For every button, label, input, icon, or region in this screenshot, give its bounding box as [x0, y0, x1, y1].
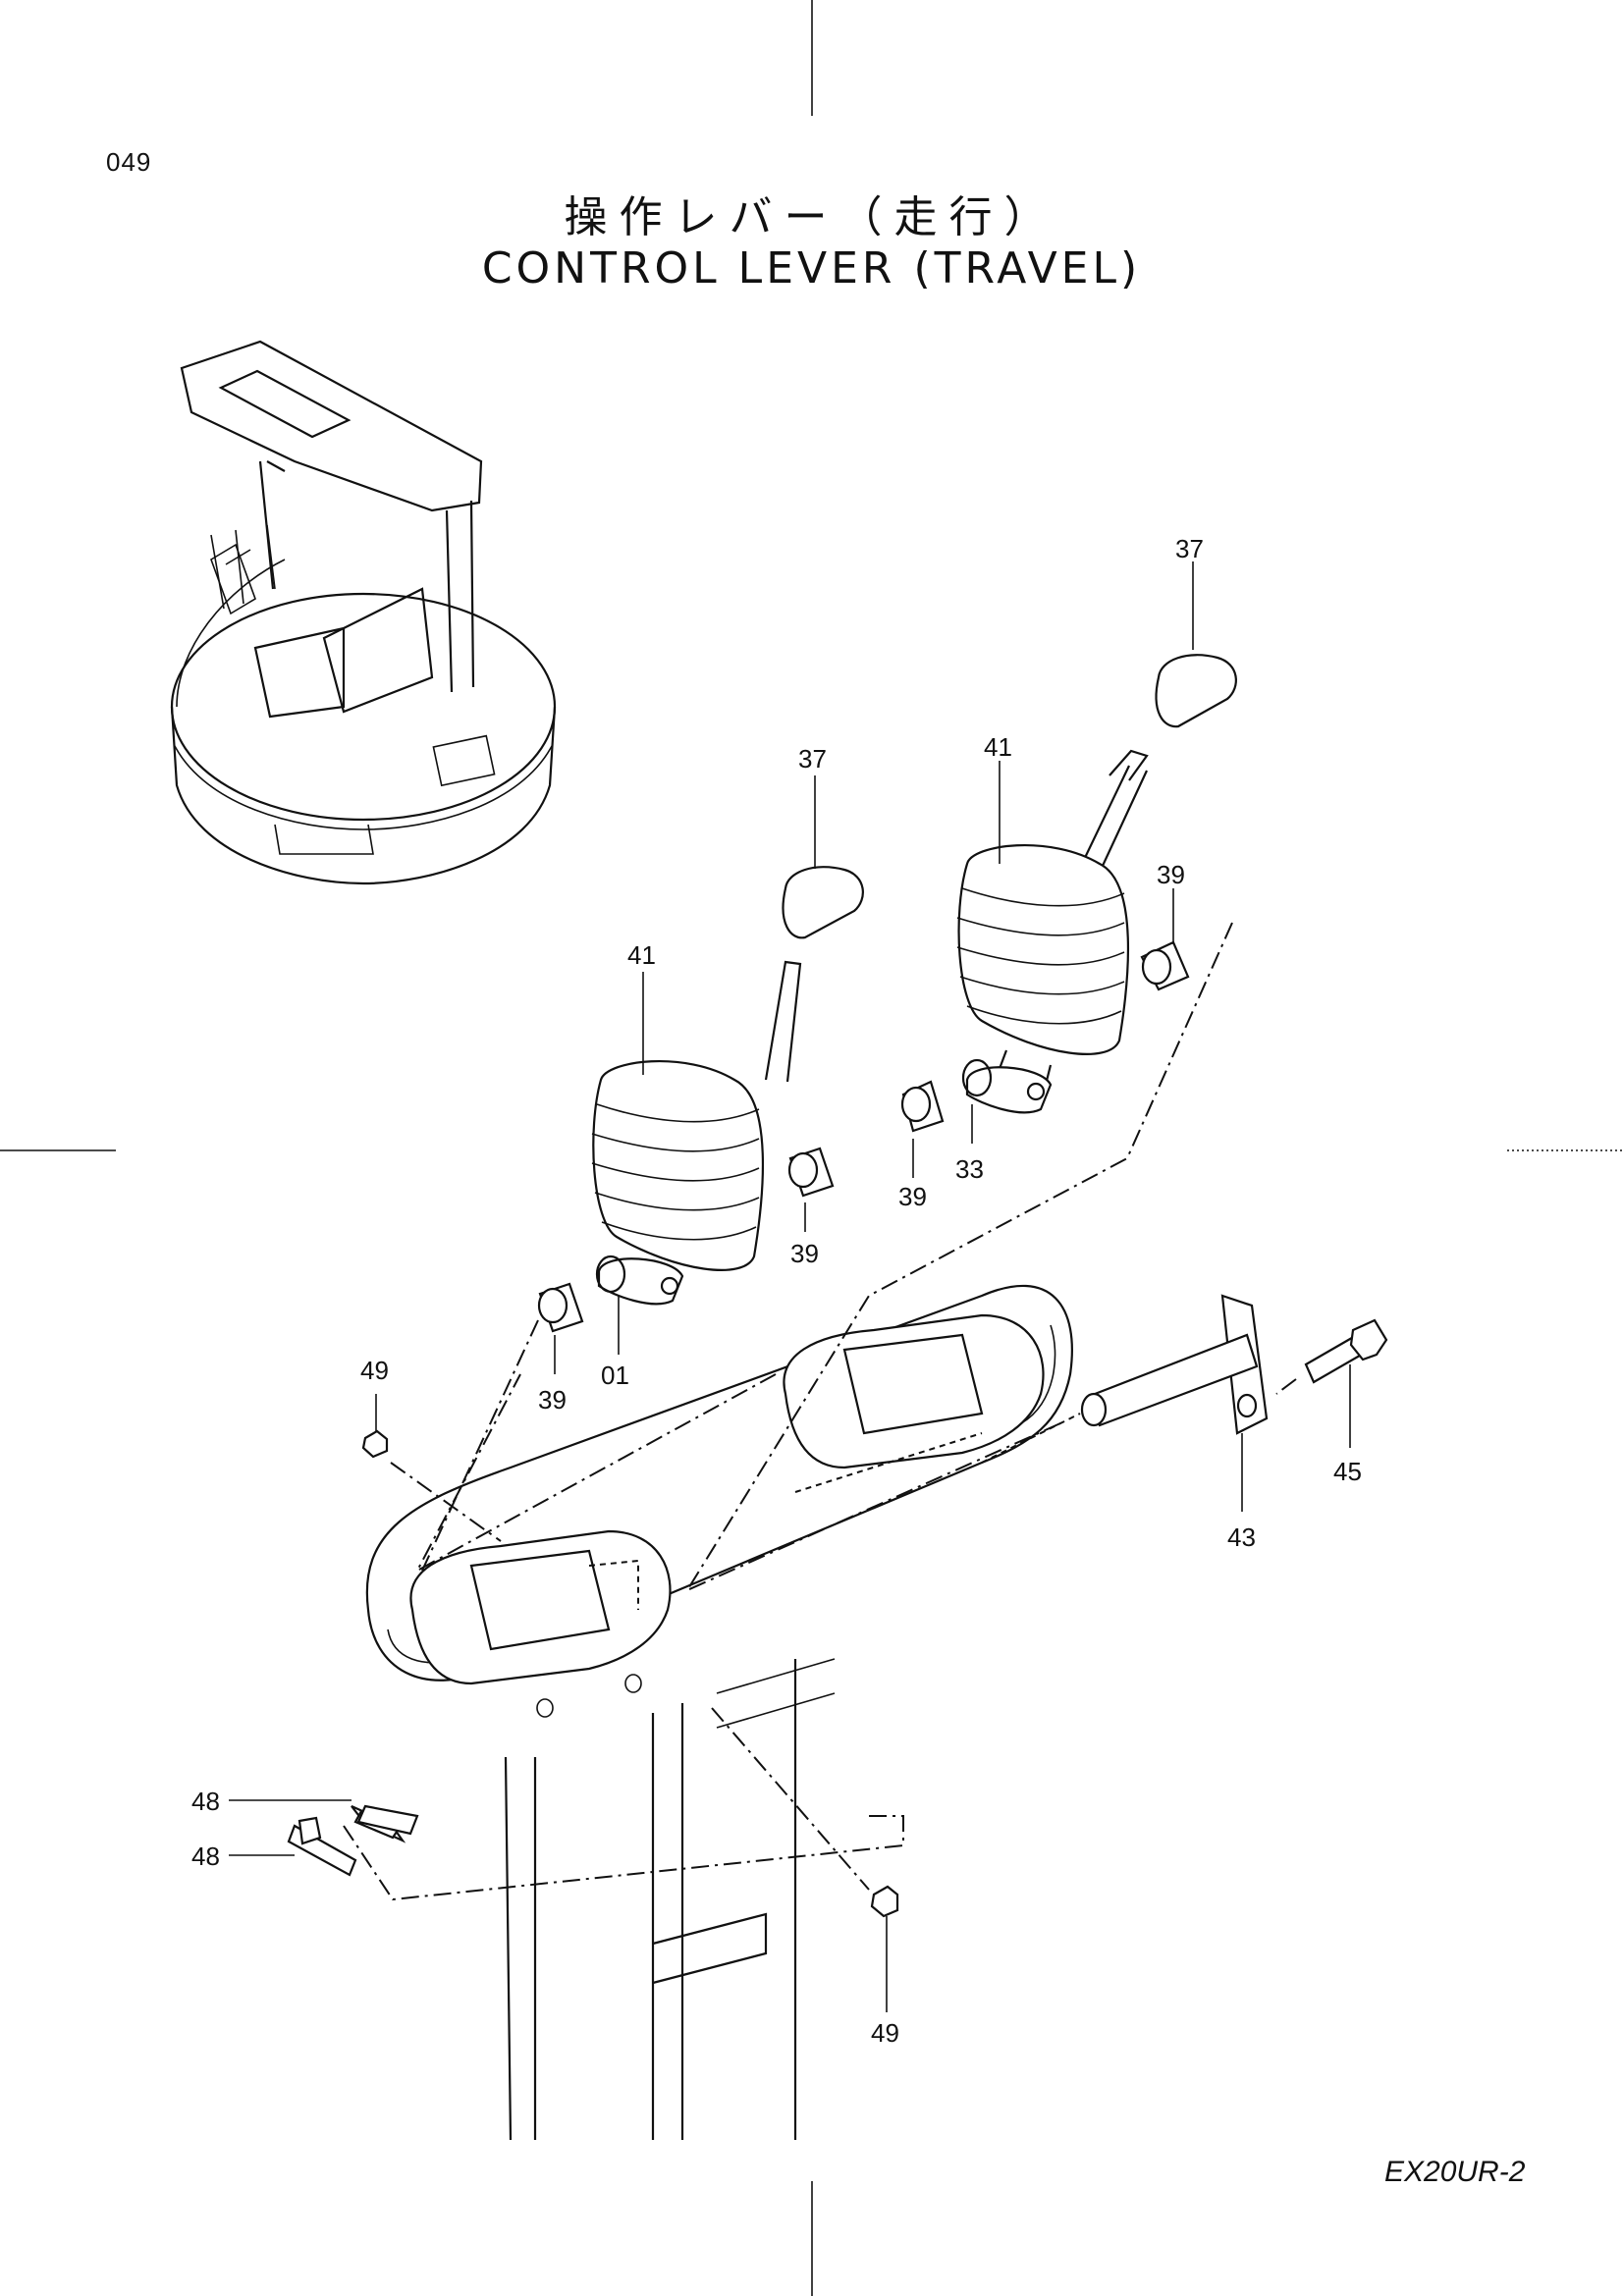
callout-39-middle: 39 [790, 1239, 819, 1268]
callout-41-left: 41 [627, 940, 656, 970]
callout-49-lower: 49 [871, 2018, 899, 2048]
callout-01: 01 [601, 1361, 629, 1390]
callout-37-lower: 37 [798, 744, 827, 774]
lever-stand-frame [365, 1284, 1073, 2141]
pin-and-bolt [1080, 1294, 1388, 1435]
control-lever-right [956, 654, 1237, 1114]
assembly-guide-lines [343, 922, 1297, 1901]
callout-leader-lines [229, 561, 1351, 2012]
machine-overview-illustration [170, 340, 557, 885]
callout-41-right: 41 [984, 732, 1012, 762]
page-number: 049 [106, 147, 152, 177]
bolts-and-nuts [287, 1429, 899, 1918]
callout-39-right: 39 [1157, 860, 1185, 889]
control-lever-left [591, 866, 864, 1306]
callout-45: 45 [1333, 1457, 1362, 1486]
callout-39-left: 39 [538, 1385, 567, 1415]
callout-48-lower: 48 [191, 1842, 220, 1871]
callout-33: 33 [955, 1154, 984, 1184]
title-english: CONTROL LEVER (TRAVEL) [481, 243, 1142, 294]
callout-49-upper: 49 [360, 1356, 389, 1385]
callout-labels: 37 37 41 41 39 39 39 39 33 01 49 49 45 4… [191, 534, 1362, 2048]
title-japanese: 操作レバー（走行） [564, 192, 1059, 242]
callout-39-center: 39 [898, 1182, 927, 1211]
model-code: EX20UR-2 [1384, 2156, 1526, 2188]
callout-43: 43 [1227, 1522, 1256, 1552]
callout-37-upper: 37 [1175, 534, 1204, 563]
bushings [537, 940, 1190, 1333]
callout-48-upper: 48 [191, 1787, 220, 1816]
